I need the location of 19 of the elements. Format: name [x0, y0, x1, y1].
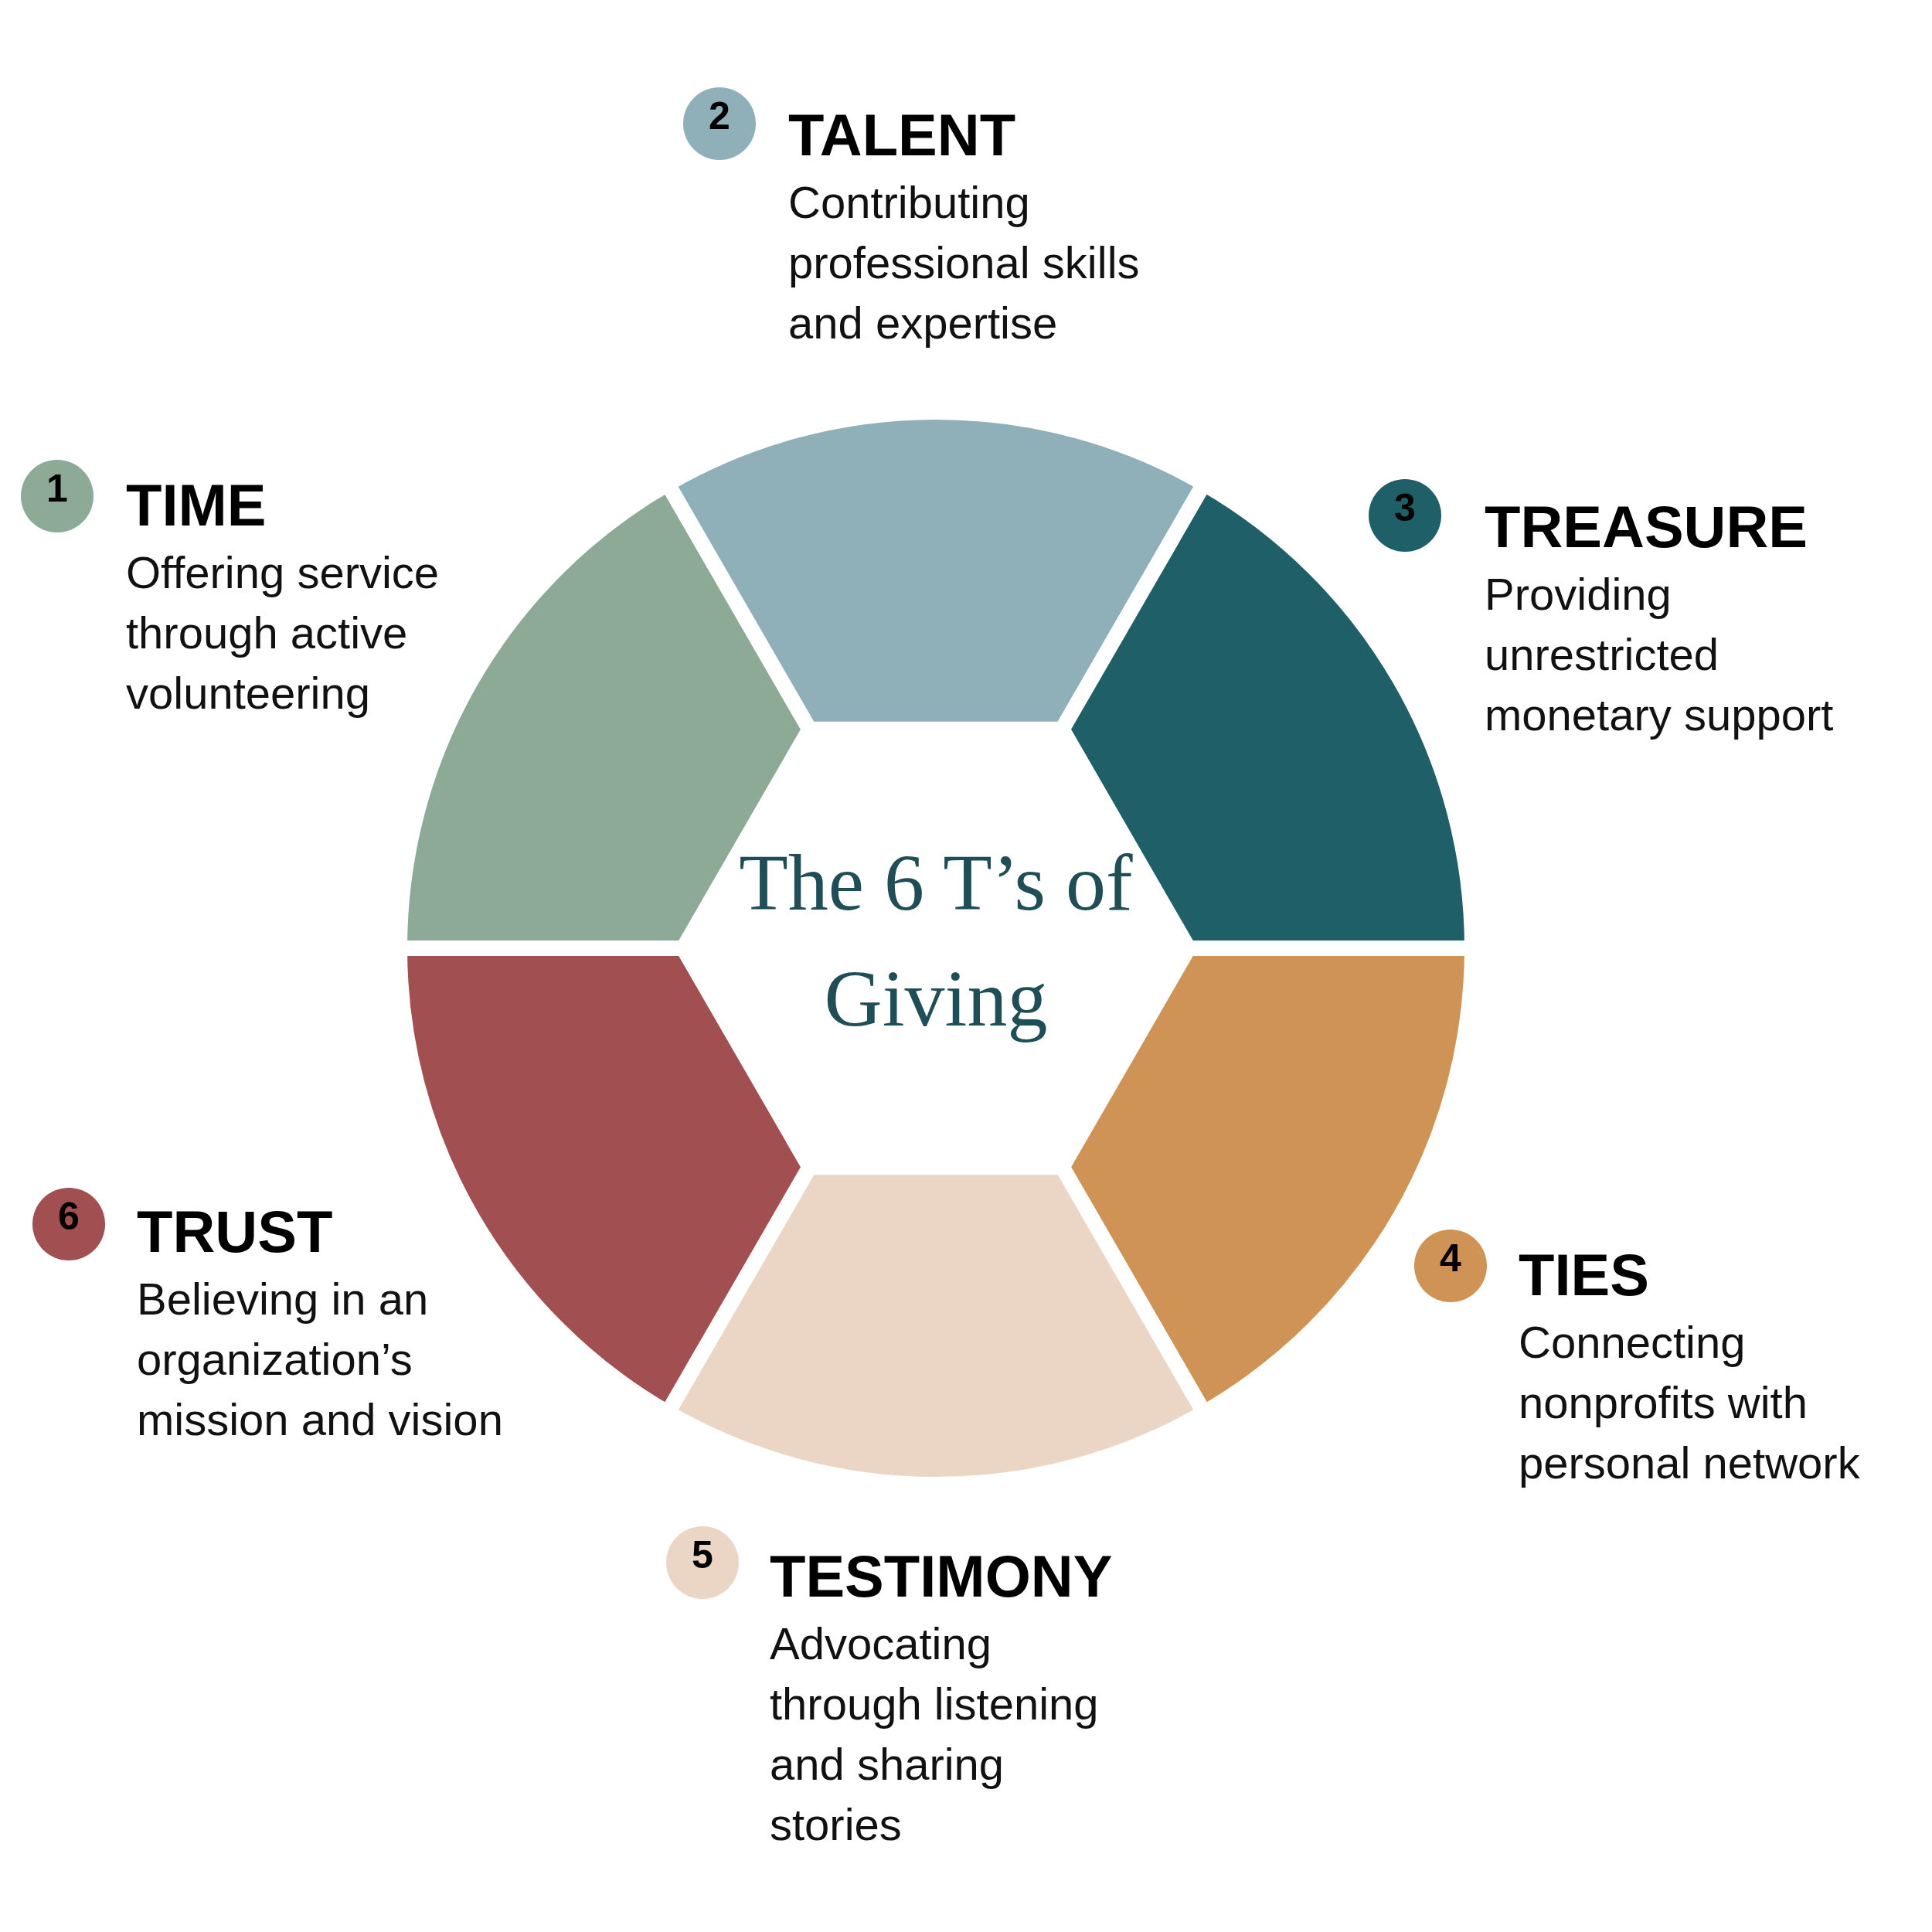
item-heading: TIES: [1519, 1241, 1650, 1309]
number-badge: 4: [1414, 1230, 1487, 1302]
item-description: Believing in an organization’s mission and vision: [137, 1273, 504, 1446]
number-badge: 3: [1369, 479, 1441, 552]
title: The 6 T’s of Giving: [738, 837, 1134, 1044]
item-heading: TRUST: [137, 1198, 334, 1266]
number-badge: 1: [21, 460, 94, 532]
number-badge: 6: [32, 1188, 105, 1260]
item-description: Offering service through active volunteering: [126, 546, 440, 719]
item-heading: TIME: [126, 471, 267, 539]
item-description: Advocating through listening and sharing stories: [770, 1617, 1100, 1851]
item-description: Contributing professional skills and expertise: [788, 176, 1141, 349]
item-heading: TREASURE: [1485, 493, 1809, 561]
item-description: Providing unrestricted monetary support: [1485, 568, 1835, 741]
number-badge: 5: [666, 1526, 739, 1599]
item-description: Connecting nonprofits with personal network: [1519, 1316, 1861, 1489]
item-heading: TALENT: [788, 101, 1017, 169]
number-badge: 2: [683, 87, 756, 160]
item-heading: TESTIMONY: [770, 1543, 1114, 1611]
